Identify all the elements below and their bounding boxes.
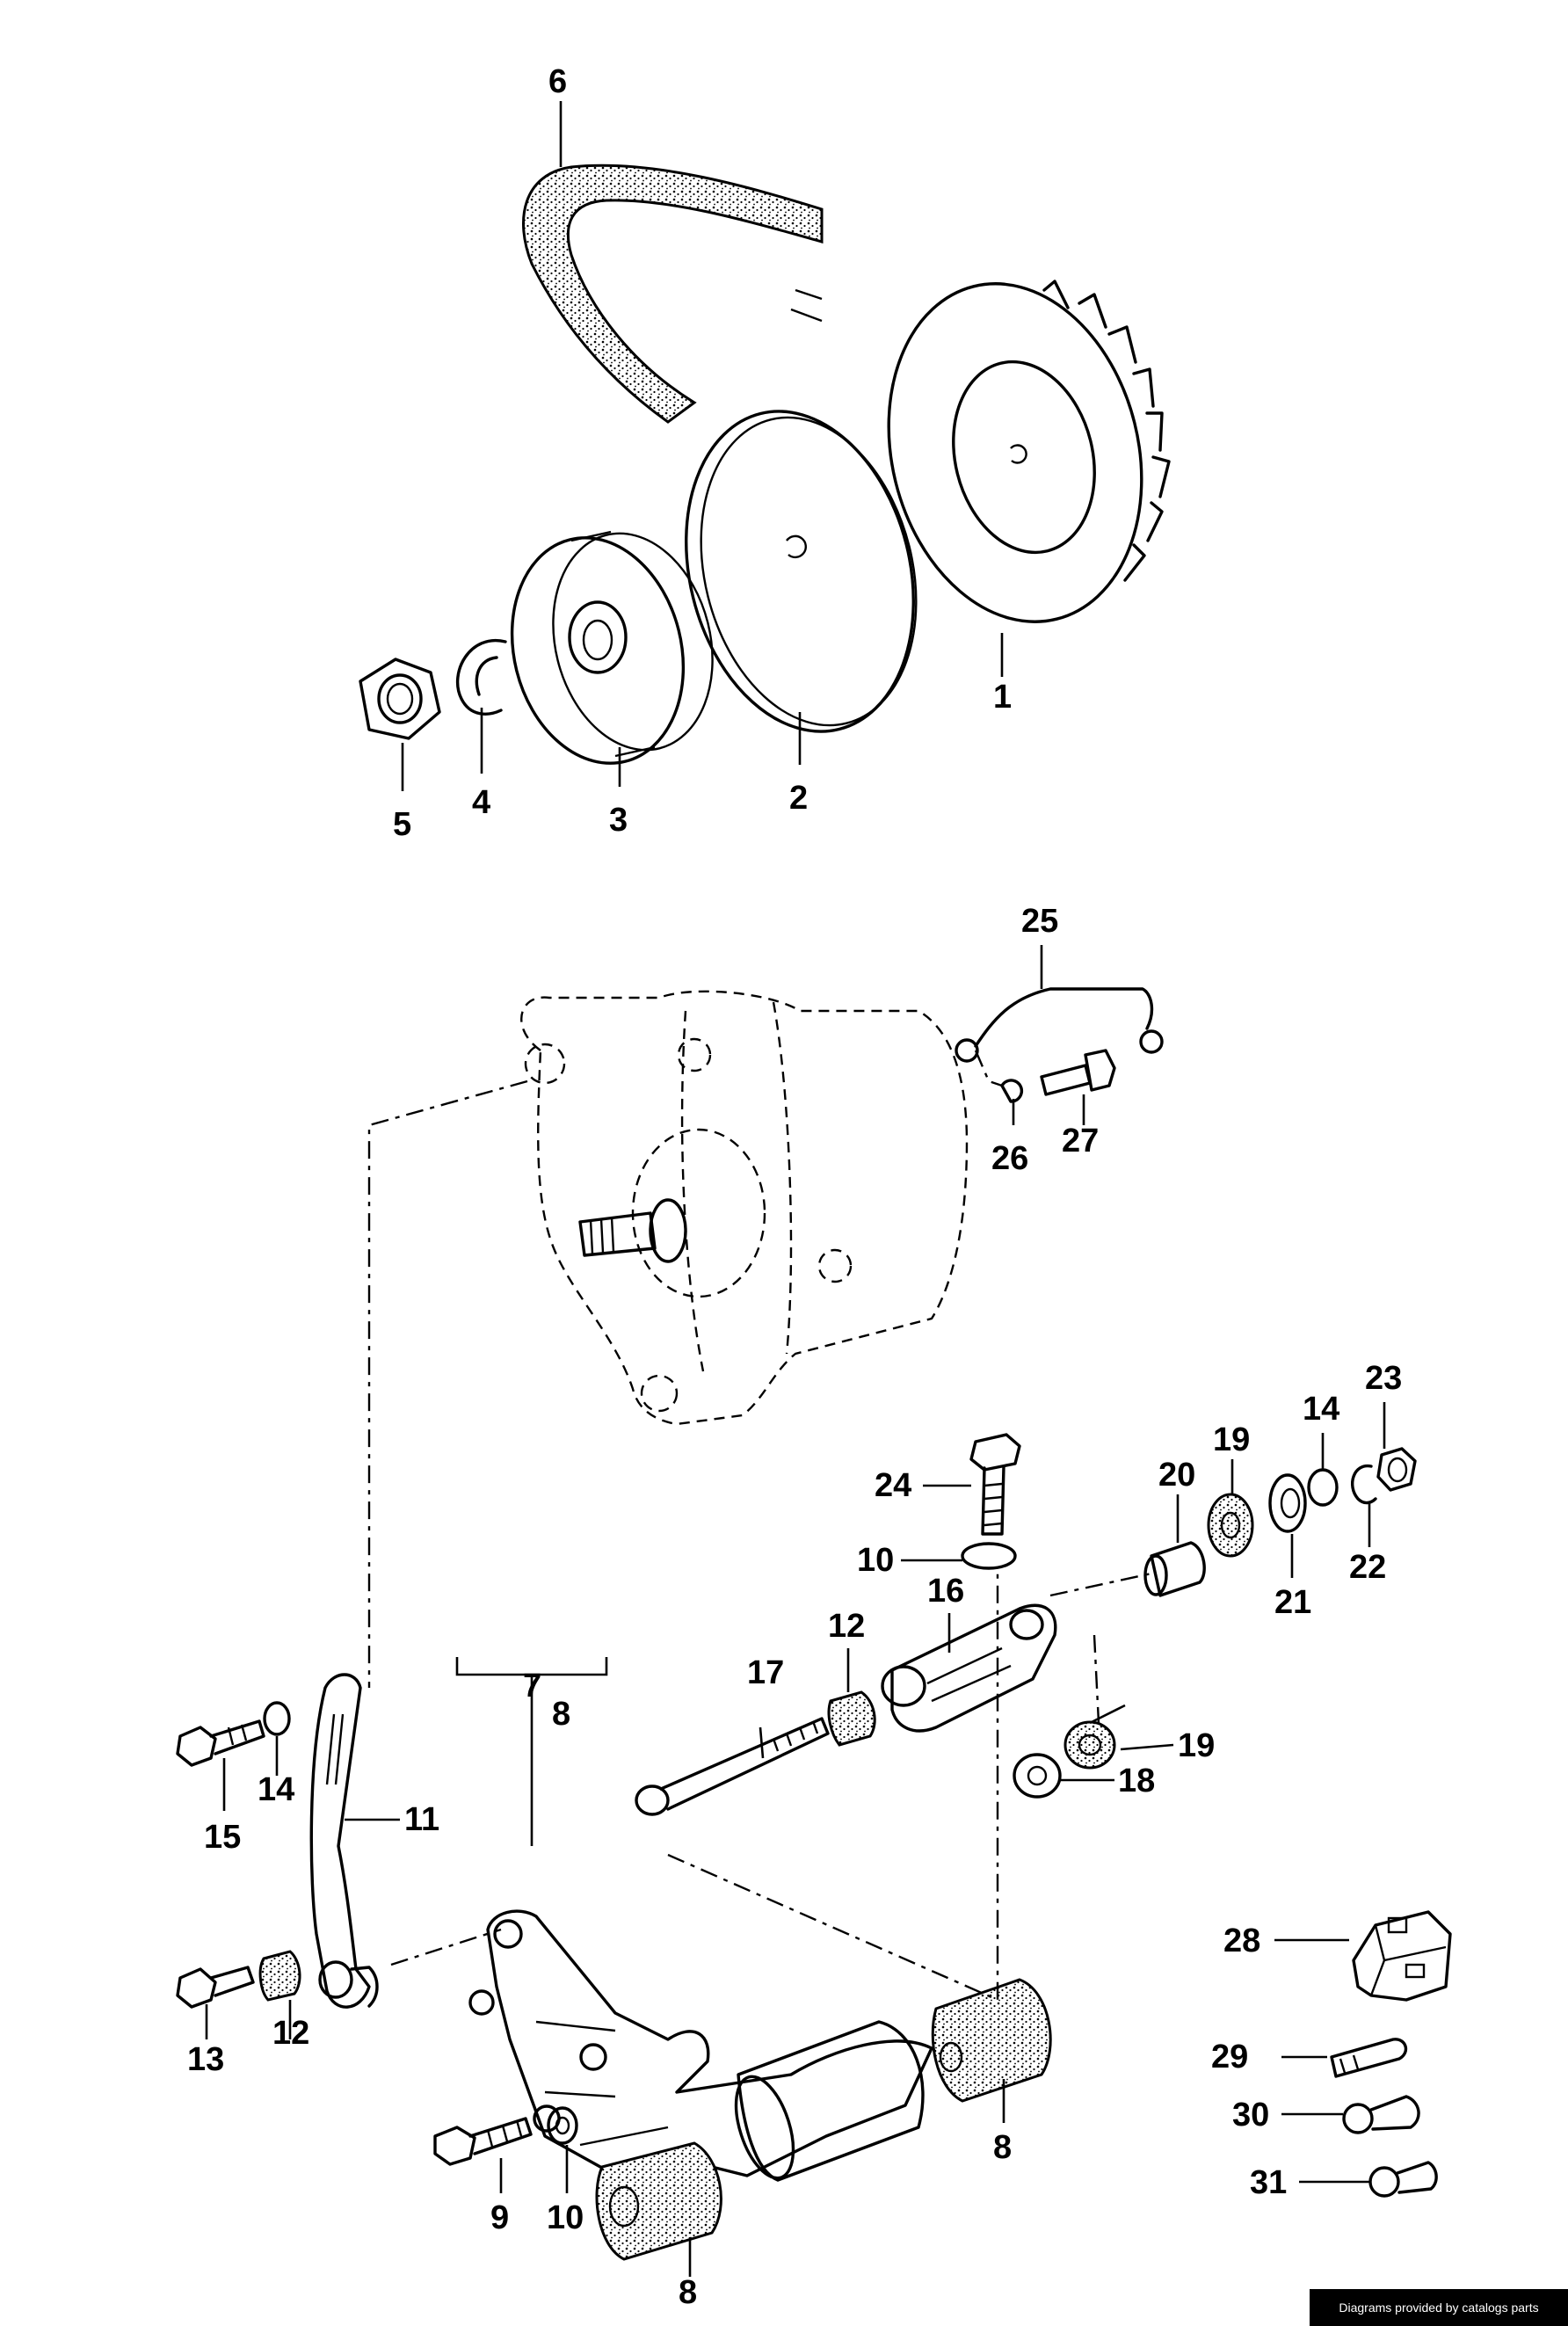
- label-part-9: 9: [490, 2199, 509, 2236]
- bolt-part-13: [176, 1966, 255, 2009]
- assembly-center-lines: [367, 1050, 1152, 2002]
- label-part-25: 25: [1021, 903, 1058, 940]
- washer-part-21: [1268, 1473, 1307, 1533]
- pulley-half-part-1: [887, 280, 1171, 623]
- label-part-21: 21: [1274, 1584, 1311, 1621]
- bolt-part-24: [969, 1433, 1021, 1536]
- circlip-part-4: [456, 638, 507, 716]
- label-part-8-bottom: 8: [679, 2274, 697, 2311]
- ground-strap-part-25: [955, 987, 1164, 1063]
- hex-nut-part-5: [359, 658, 441, 740]
- washer-part-26: [1000, 1079, 1024, 1103]
- label-part-12-lower: 12: [272, 2015, 309, 2052]
- label-part-14-upper: 14: [1303, 1391, 1339, 1428]
- bolt-part-9: [433, 2117, 533, 2166]
- label-part-11: 11: [404, 1801, 439, 1838]
- label-part-24: 24: [875, 1467, 911, 1504]
- label-part-23: 23: [1365, 1360, 1402, 1397]
- washer-part-18: [1013, 1753, 1062, 1799]
- rubber-bushing-part-19-lower: [1063, 1720, 1116, 1770]
- label-part-15: 15: [204, 1819, 241, 1856]
- sleeve-part-20: [1143, 1541, 1206, 1597]
- label-part-5: 5: [393, 806, 411, 843]
- pulley-half-part-3: [510, 530, 714, 765]
- label-part-6: 6: [548, 63, 567, 100]
- label-part-3: 3: [609, 802, 628, 839]
- label-part-17: 17: [747, 1654, 784, 1691]
- part-number-labels: 6 1 2 3 4 5 25 26 27 23 14 19 20 24 10 2…: [187, 63, 1402, 2311]
- label-part-13: 13: [187, 2041, 224, 2078]
- credit-badge: Diagrams provided by catalogs parts: [1310, 2289, 1568, 2326]
- washer-part-14-lower: [263, 1701, 291, 1736]
- label-part-19-lower: 19: [1178, 1727, 1215, 1764]
- spade-terminal-part-29: [1330, 2038, 1408, 2078]
- label-part-27: 27: [1062, 1123, 1099, 1159]
- label-part-8-right: 8: [993, 2129, 1012, 2166]
- connector-part-28: [1352, 1910, 1452, 2002]
- label-part-31: 31: [1250, 2164, 1287, 2201]
- alternator-phantom-outline: [520, 990, 969, 1426]
- nut-part-23: [1376, 1447, 1417, 1492]
- rubber-bushing-part-12-lower: [258, 1950, 301, 2002]
- washer-part-14-upper: [1307, 1468, 1339, 1507]
- washer-part-10-lower: [547, 2106, 578, 2145]
- label-part-7: 7: [523, 1668, 541, 1705]
- label-part-26: 26: [991, 1140, 1028, 1177]
- adjuster-block-part-16: [881, 1603, 1057, 1733]
- ring-terminal-part-31: [1368, 2161, 1438, 2198]
- label-part-4: 4: [472, 784, 490, 821]
- label-part-30: 30: [1232, 2097, 1269, 2133]
- label-part-8-top: 8: [552, 1696, 570, 1733]
- label-part-1: 1: [993, 679, 1012, 716]
- pulley-disc-part-2: [685, 410, 918, 733]
- adjusting-strap-part-11: [309, 1673, 379, 2009]
- bolt-part-15: [176, 1719, 265, 1767]
- label-part-2: 2: [789, 780, 808, 817]
- long-bolt-part-17: [635, 1717, 830, 1816]
- label-part-14-lower: 14: [258, 1771, 294, 1808]
- label-part-20: 20: [1158, 1457, 1195, 1494]
- washer-part-10-upper: [961, 1542, 1017, 1570]
- ring-terminal-part-30: [1342, 2095, 1420, 2134]
- label-part-10-upper: 10: [857, 1542, 894, 1579]
- rubber-bushing-part-12-upper: [827, 1690, 876, 1747]
- label-part-28: 28: [1223, 1923, 1260, 1959]
- toothed-belt-part-6: [521, 164, 824, 424]
- rubber-bushing-part-8-right: [931, 1978, 1052, 2103]
- label-part-10-lower: 10: [547, 2199, 584, 2236]
- label-part-29: 29: [1211, 2039, 1248, 2075]
- leader-lines: [205, 101, 1386, 2277]
- bolt-part-27: [1040, 1049, 1116, 1096]
- label-part-19-upper: 19: [1213, 1421, 1250, 1458]
- rubber-bushing-part-19-upper: [1207, 1493, 1254, 1558]
- label-part-22: 22: [1349, 1549, 1386, 1586]
- rubber-bushing-part-8-bottom: [595, 2141, 722, 2261]
- circlip-part-22: [1350, 1465, 1377, 1505]
- label-part-12-upper: 12: [828, 1608, 865, 1645]
- label-part-18: 18: [1118, 1763, 1155, 1799]
- label-part-16: 16: [927, 1573, 964, 1610]
